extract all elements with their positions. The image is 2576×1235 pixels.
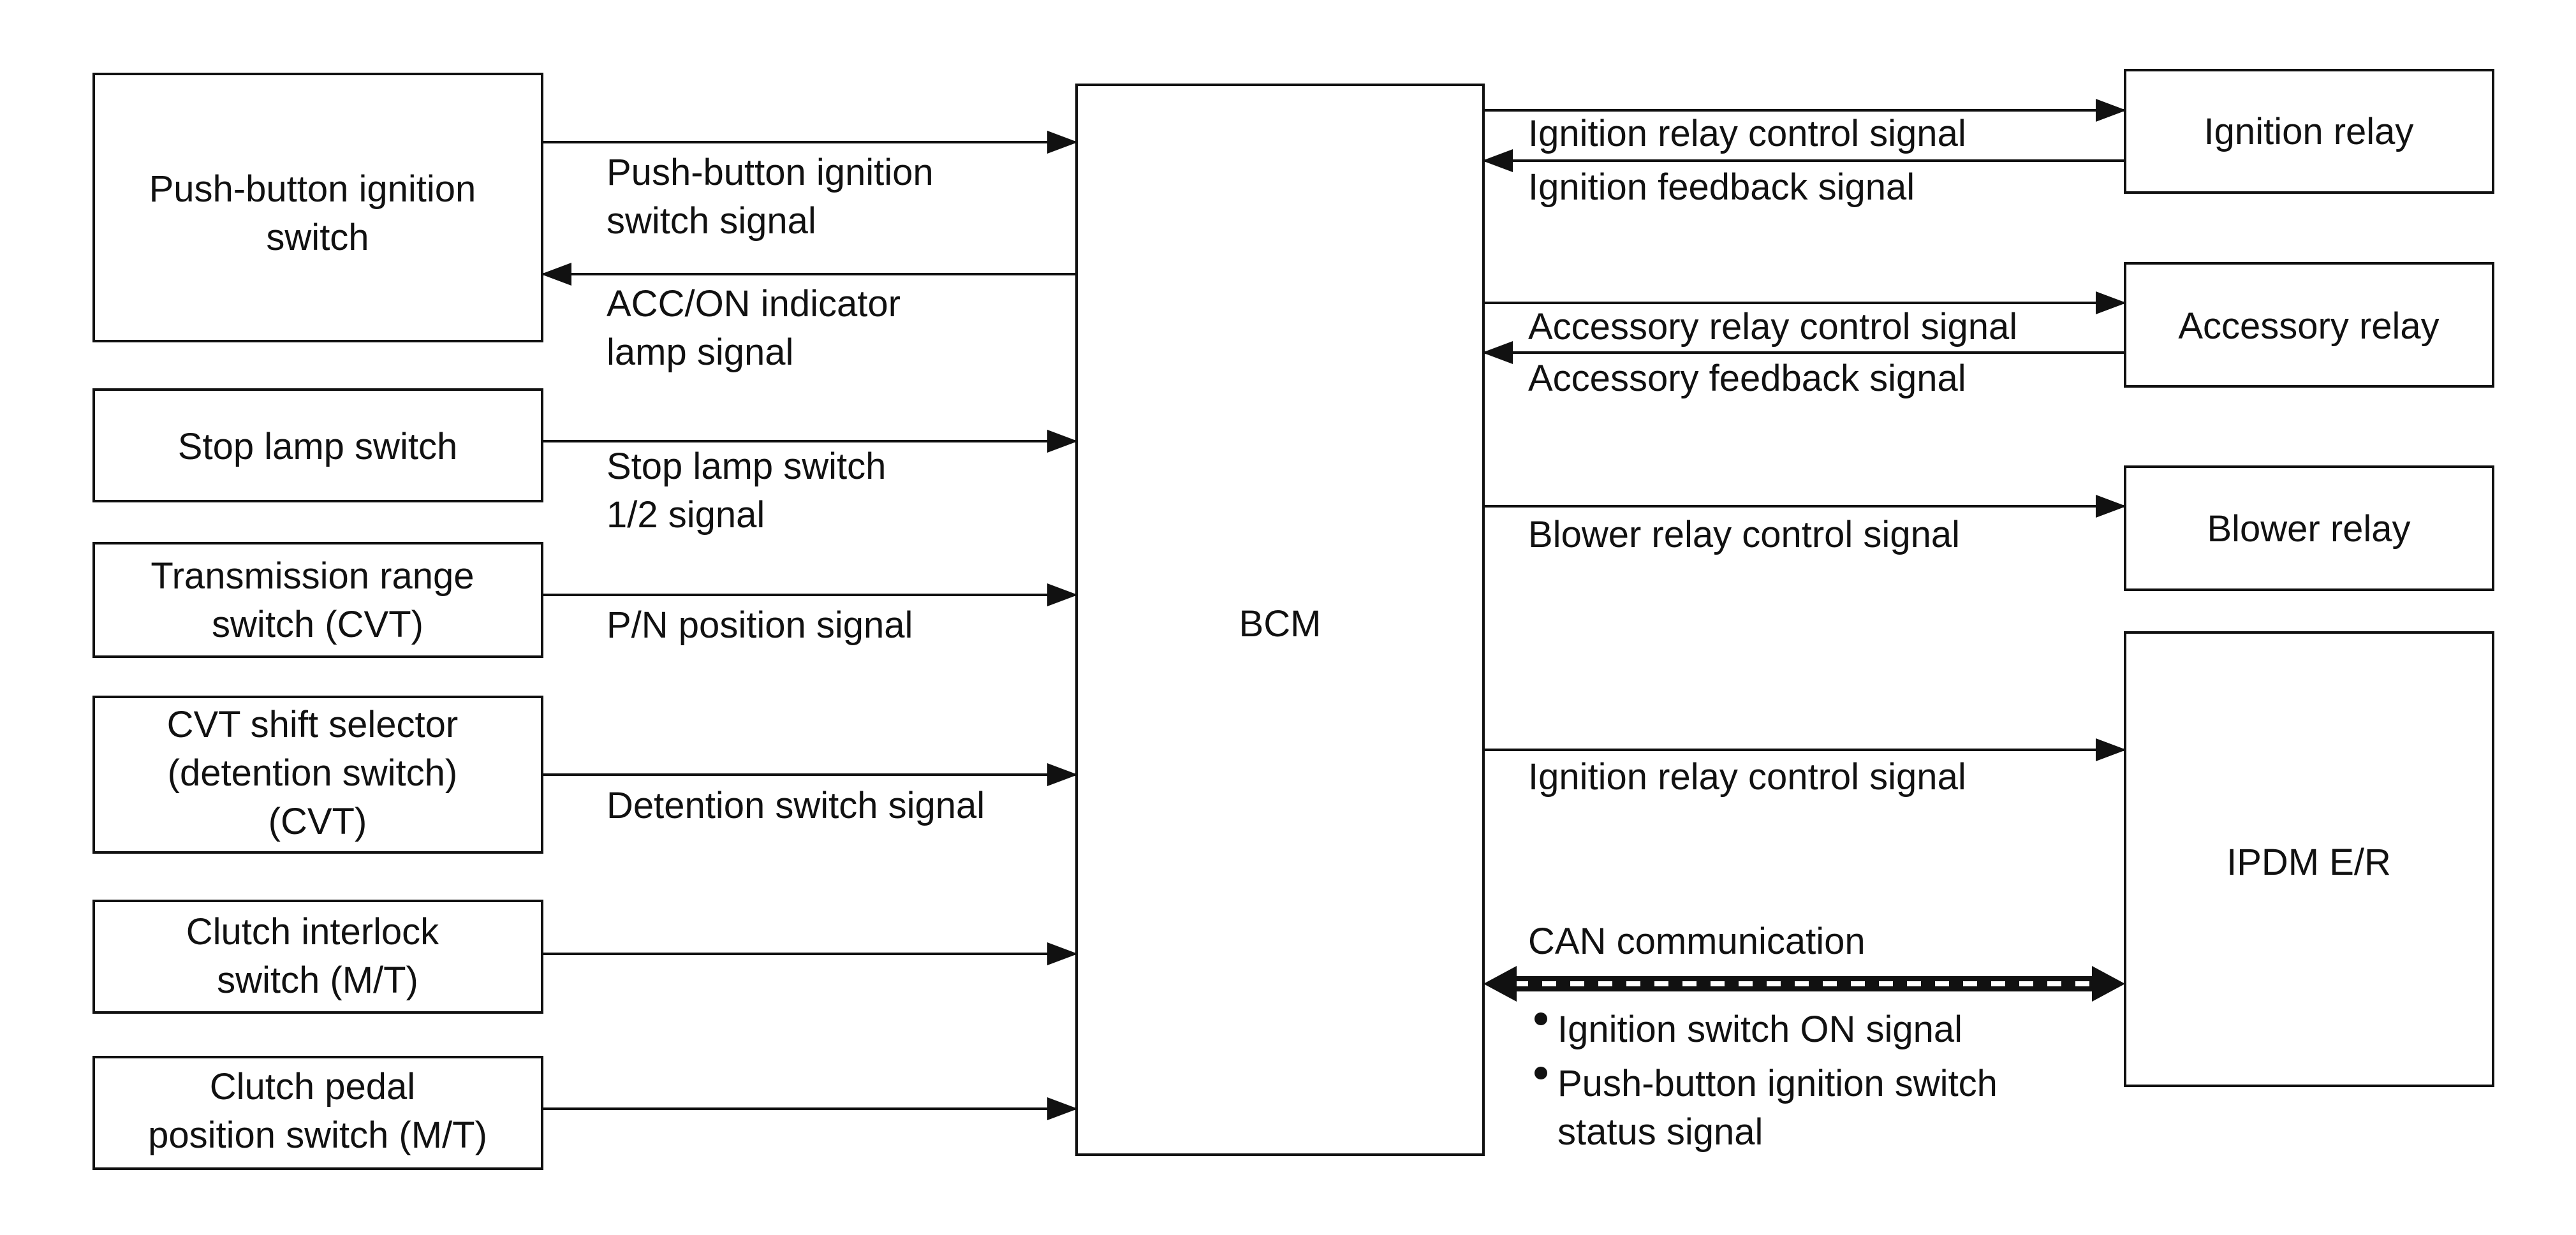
bcm-block: BCM xyxy=(1075,84,1485,1156)
detention-switch-signal: Detention switch signal xyxy=(542,763,1078,826)
clutch-pedal-position-switch-block: Clutch pedal position switch (M/T) xyxy=(92,1056,543,1170)
blower-relay-label: Blower relay xyxy=(2207,508,2410,550)
clutch-interlock-switch-label: Clutch interlock switch (M/T) xyxy=(186,911,450,1001)
ipdm-ignition-relay-control-signal-label: Ignition relay control signal xyxy=(1528,756,1966,798)
accessory-feedback-signal: Accessory feedback signal xyxy=(1482,341,2125,399)
ignition-feedback-signal: Ignition feedback signal xyxy=(1482,149,2125,208)
acc-on-indicator-signal-label: ACC/ON indicator lamp signal xyxy=(607,283,911,373)
ignition-relay-label: Ignition relay xyxy=(2204,111,2414,152)
stop-lamp-switch-label: Stop lamp switch xyxy=(178,426,457,467)
can-item-push-button-status: Push-button ignition switch status signa… xyxy=(1557,1063,2008,1153)
can-bus-left-arrowhead xyxy=(1483,966,1517,1002)
clutch-pedal-position-switch-label: Clutch pedal position switch (M/T) xyxy=(148,1066,487,1156)
stop-lamp-switch-signal-label: Stop lamp switch 1/2 signal xyxy=(607,446,897,536)
can-item-ignition-switch-on: Ignition switch ON signal xyxy=(1557,1009,1962,1050)
push-button-ignition-switch-label: Push-button ignition switch xyxy=(149,168,487,258)
accessory-relay-label: Accessory relay xyxy=(2178,305,2439,347)
push-button-switch-signal: Push-button ignition switch signal xyxy=(542,131,1078,242)
bullet-icon xyxy=(1535,1012,1547,1025)
push-button-switch-signal-label: Push-button ignition switch signal xyxy=(607,152,944,242)
bcm-label: BCM xyxy=(1239,603,1321,645)
transmission-range-switch-label: Transmission range switch (CVT) xyxy=(151,555,484,645)
blower-relay-control-signal-label: Blower relay control signal xyxy=(1528,514,1960,555)
blower-relay-control-signal: Blower relay control signal xyxy=(1483,495,2126,555)
ipdm-er-block: IPDM E/R xyxy=(2124,631,2494,1087)
pn-position-signal: P/N position signal xyxy=(542,583,1078,646)
can-communication-label: CAN communication xyxy=(1528,921,1866,962)
push-button-ignition-switch-block: Push-button ignition switch xyxy=(92,73,543,342)
can-bus-line xyxy=(1483,966,2125,1002)
clutch-interlock-switch-block: Clutch interlock switch (M/T) xyxy=(92,900,543,1014)
accessory-relay-block: Accessory relay xyxy=(2124,262,2494,388)
detention-switch-signal-label: Detention switch signal xyxy=(607,785,985,826)
ipdm-ignition-relay-control-signal: Ignition relay control signal xyxy=(1483,738,2126,798)
stop-lamp-switch-signal: Stop lamp switch 1/2 signal xyxy=(542,430,1078,536)
stop-lamp-switch-block: Stop lamp switch xyxy=(92,388,543,502)
accessory-relay-control-signal: Accessory relay control signal xyxy=(1483,291,2126,347)
bullet-icon xyxy=(1535,1067,1547,1079)
accessory-relay-control-signal-label: Accessory relay control signal xyxy=(1528,306,2017,347)
accessory-feedback-signal-label: Accessory feedback signal xyxy=(1528,358,1966,399)
blower-relay-block: Blower relay xyxy=(2124,465,2494,591)
ignition-feedback-signal-label: Ignition feedback signal xyxy=(1528,166,1915,208)
can-communication-link: CAN communication Ignition switch ON sig… xyxy=(1483,921,2125,1153)
ignition-relay-block: Ignition relay xyxy=(2124,69,2494,194)
ignition-relay-control-signal-label: Ignition relay control signal xyxy=(1528,113,1966,154)
acc-on-indicator-signal: ACC/ON indicator lamp signal xyxy=(541,263,1077,373)
ipdm-er-label: IPDM E/R xyxy=(2226,842,2391,883)
ignition-relay-control-signal: Ignition relay control signal xyxy=(1483,99,2126,154)
can-bus-right-arrowhead xyxy=(2092,966,2125,1002)
transmission-range-switch-block: Transmission range switch (CVT) xyxy=(92,542,543,658)
cvt-shift-selector-label: CVT shift selector (detention switch) (C… xyxy=(167,704,469,842)
can-signal-list: Ignition switch ON signal Push-button ig… xyxy=(1535,1009,2008,1153)
pn-position-signal-label: P/N position signal xyxy=(607,604,913,646)
cvt-shift-selector-block: CVT shift selector (detention switch) (C… xyxy=(92,696,543,854)
